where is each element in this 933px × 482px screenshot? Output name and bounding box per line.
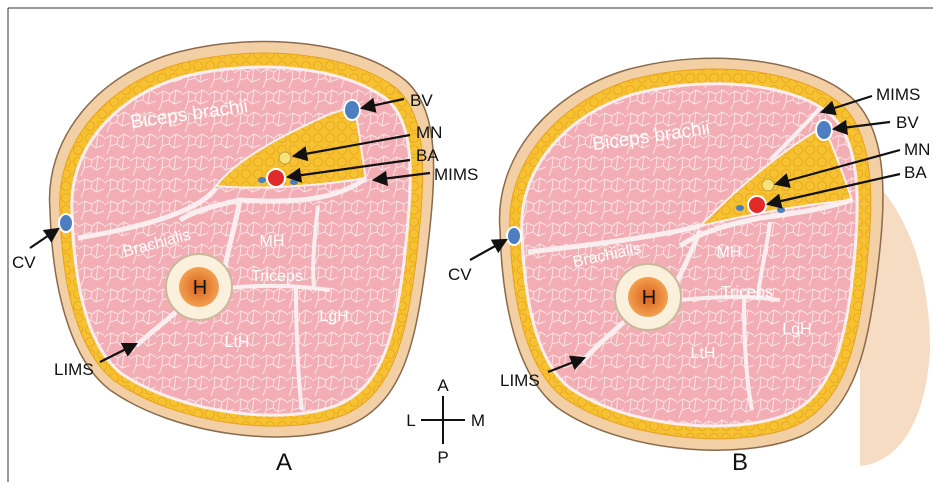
panel-b-brachial-artery [748, 196, 766, 214]
panel-a-brachial-vein-1 [258, 177, 266, 183]
panel-a-brachial-vein-2 [290, 179, 298, 185]
panel-a-muscle-area [72, 67, 411, 415]
panel-a-lims-label: LIMS [54, 360, 94, 379]
compass-posterior-label: P [437, 448, 448, 467]
panel-b-triceps-label: Triceps [721, 284, 773, 301]
panel-b-mims-label: MIMS [876, 85, 920, 104]
panel-a-mh-label: MH [260, 233, 285, 250]
orientation-compass: A P L M [406, 376, 485, 467]
panel-b-ba-label: BA [904, 163, 927, 182]
compass-anterior-label: A [437, 376, 449, 395]
panel-b-cv-label: CV [448, 265, 472, 284]
panel-b-cephalic-vein [507, 227, 521, 245]
panel-b-median-nerve [762, 179, 774, 191]
panel-b-bv-label: BV [896, 113, 919, 132]
panel-b-caption: B [732, 449, 748, 476]
compass-lateral-label: L [406, 411, 415, 430]
panel-a-triceps-label: Triceps [251, 268, 303, 285]
panel-b-brachial-vein-1 [736, 205, 744, 211]
panel-a-ba-label: BA [416, 146, 439, 165]
panel-b-brachial-vein-2 [777, 207, 785, 213]
panel-a-basilic-vein [344, 100, 360, 120]
panel-a-caption: A [276, 449, 292, 476]
panel-a-lgh-label: LgH [319, 308, 348, 325]
panel-a-brachial-artery [267, 169, 285, 187]
panel-b-lims-label: LIMS [500, 371, 540, 390]
panel-b-basilic-vein [816, 120, 832, 140]
panel-a-median-nerve [279, 152, 291, 164]
panel-b-mh-label: MH [717, 244, 742, 261]
panel-a-mn-label: MN [416, 123, 442, 142]
panel-a-cephalic-vein [59, 214, 73, 232]
panel-a-cv-label: CV [12, 253, 36, 272]
panel-b-lth-label: LtH [691, 345, 716, 362]
compass-medial-label: M [471, 411, 485, 430]
panel-b-humerus-label: H [642, 287, 656, 309]
panel-a-humerus-label: H [193, 277, 207, 299]
panel-b-mn-label: MN [904, 140, 930, 159]
panel-b-lgh-label: LgH [782, 321, 811, 338]
panel-b: Biceps brachii Brachialis MH Triceps LgH… [448, 58, 930, 476]
panel-a-lth-label: LtH [225, 334, 250, 351]
panel-a-bv-label: BV [410, 91, 433, 110]
panel-a-mims-label: MIMS [434, 165, 478, 184]
